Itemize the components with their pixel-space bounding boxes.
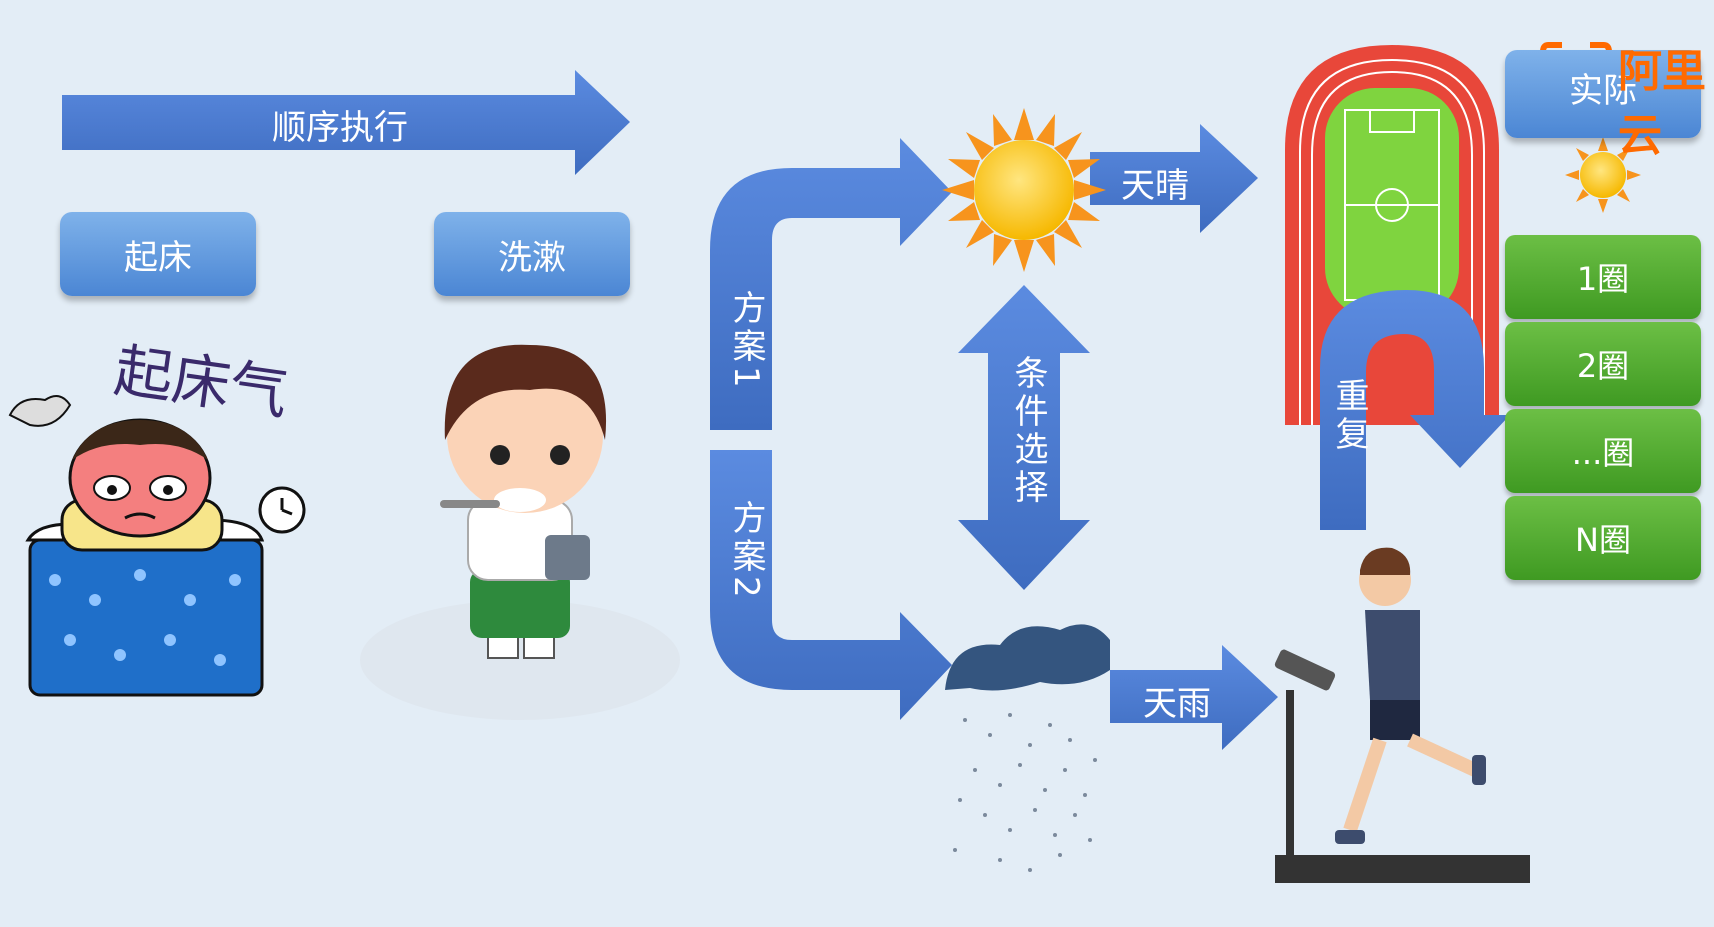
sequence-arrow-label: 顺序执行 xyxy=(272,108,408,148)
watermark-text: 阿里云 xyxy=(1618,46,1706,161)
plan1-arrow xyxy=(710,138,952,430)
sunny-label: 天晴 xyxy=(1121,166,1189,206)
step-getup-box: 起床 xyxy=(60,212,256,296)
rainy-label: 天雨 xyxy=(1143,684,1211,724)
lap-box-2: 2圈 xyxy=(1505,322,1701,406)
brushing-kid-image xyxy=(360,344,680,720)
repeat-label: 重复 xyxy=(1329,378,1369,454)
plan2-label: 方案2 xyxy=(726,500,766,602)
sequence-arrow xyxy=(62,70,630,175)
sunny-arrow xyxy=(1090,124,1258,233)
actual-header-box: 实际 xyxy=(1505,50,1701,138)
sun-image xyxy=(942,108,1106,272)
plan1-label: 方案1 xyxy=(726,290,766,392)
plan2-arrow xyxy=(710,450,952,720)
repeat-arrow xyxy=(1320,290,1510,530)
treadmill-runner-image xyxy=(1274,547,1530,883)
grumpy-kid-image xyxy=(8,395,306,697)
step-wash-box: 洗漱 xyxy=(434,212,630,296)
small-sun-image xyxy=(1565,137,1641,213)
condition-double-arrow xyxy=(958,285,1090,590)
condition-label: 条件选择 xyxy=(1008,355,1048,507)
lap-box-1: 1圈 xyxy=(1505,235,1701,319)
rainy-arrow xyxy=(1110,645,1278,750)
lap-box-n: N圈 xyxy=(1505,496,1701,580)
lap-box-ellipsis: ...圈 xyxy=(1505,409,1701,493)
rain-cloud-image xyxy=(945,624,1110,872)
